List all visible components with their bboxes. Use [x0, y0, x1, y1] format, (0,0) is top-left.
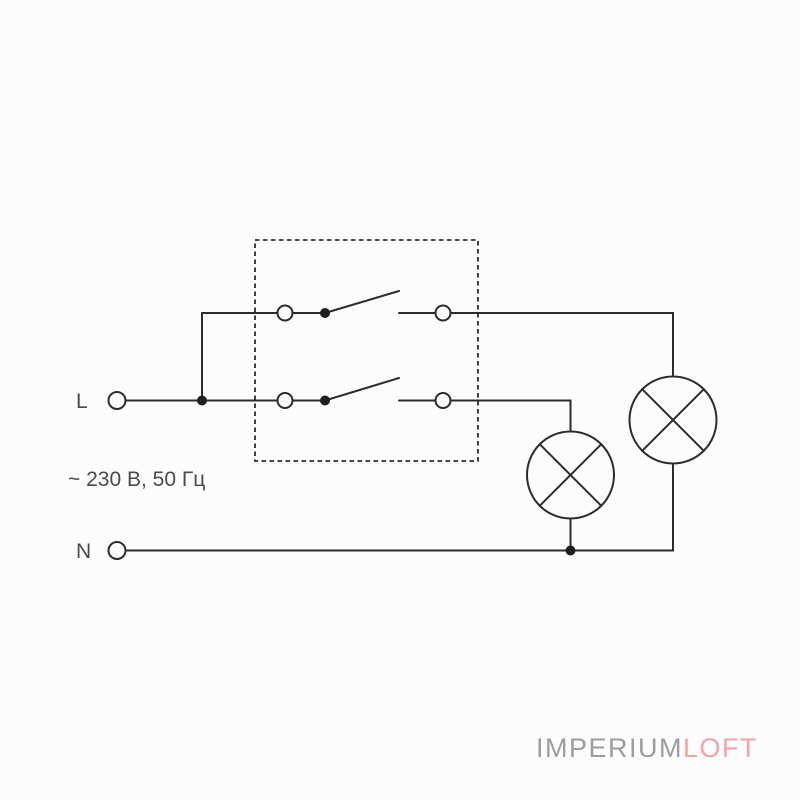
- line-terminal-label: L: [76, 390, 88, 413]
- voltage-rating-label: ~ 230 В, 50 Гц: [68, 468, 205, 491]
- lamp-2-symbol: [628, 375, 718, 465]
- terminals: [107, 304, 452, 560]
- line-terminal-circle: [107, 391, 127, 410]
- switch-terminal-in-2: [276, 392, 294, 409]
- junction-dots: [197, 308, 576, 556]
- switch-lever-2: [324, 377, 400, 402]
- neutral-terminal-circle: [107, 541, 127, 560]
- switch-lever-1: [324, 290, 400, 314]
- switch-enclosure-dashed-box: [254, 239, 479, 462]
- switch-pivot-dot-1: [320, 308, 330, 318]
- lamp-1-cross-b: [538, 443, 603, 507]
- watermark-text-imperium: IMPERIUM: [535, 733, 683, 763]
- junction-dot-neutral: [565, 545, 576, 556]
- lamp-1-symbol: [526, 430, 615, 520]
- switch-terminal-out-2: [434, 392, 452, 409]
- imperiumloft-watermark: IMPERIUMLOFT: [536, 735, 758, 762]
- lamp-2-cross-b: [641, 388, 705, 452]
- switch-terminal-in-1: [276, 304, 294, 322]
- junction-dot-line-split: [197, 395, 207, 406]
- neutral-terminal-label: N: [76, 540, 91, 563]
- watermark-text-loft: LOFT: [682, 733, 758, 763]
- switch-terminal-out-1: [434, 304, 452, 322]
- switch-pivot-dot-2: [320, 395, 330, 406]
